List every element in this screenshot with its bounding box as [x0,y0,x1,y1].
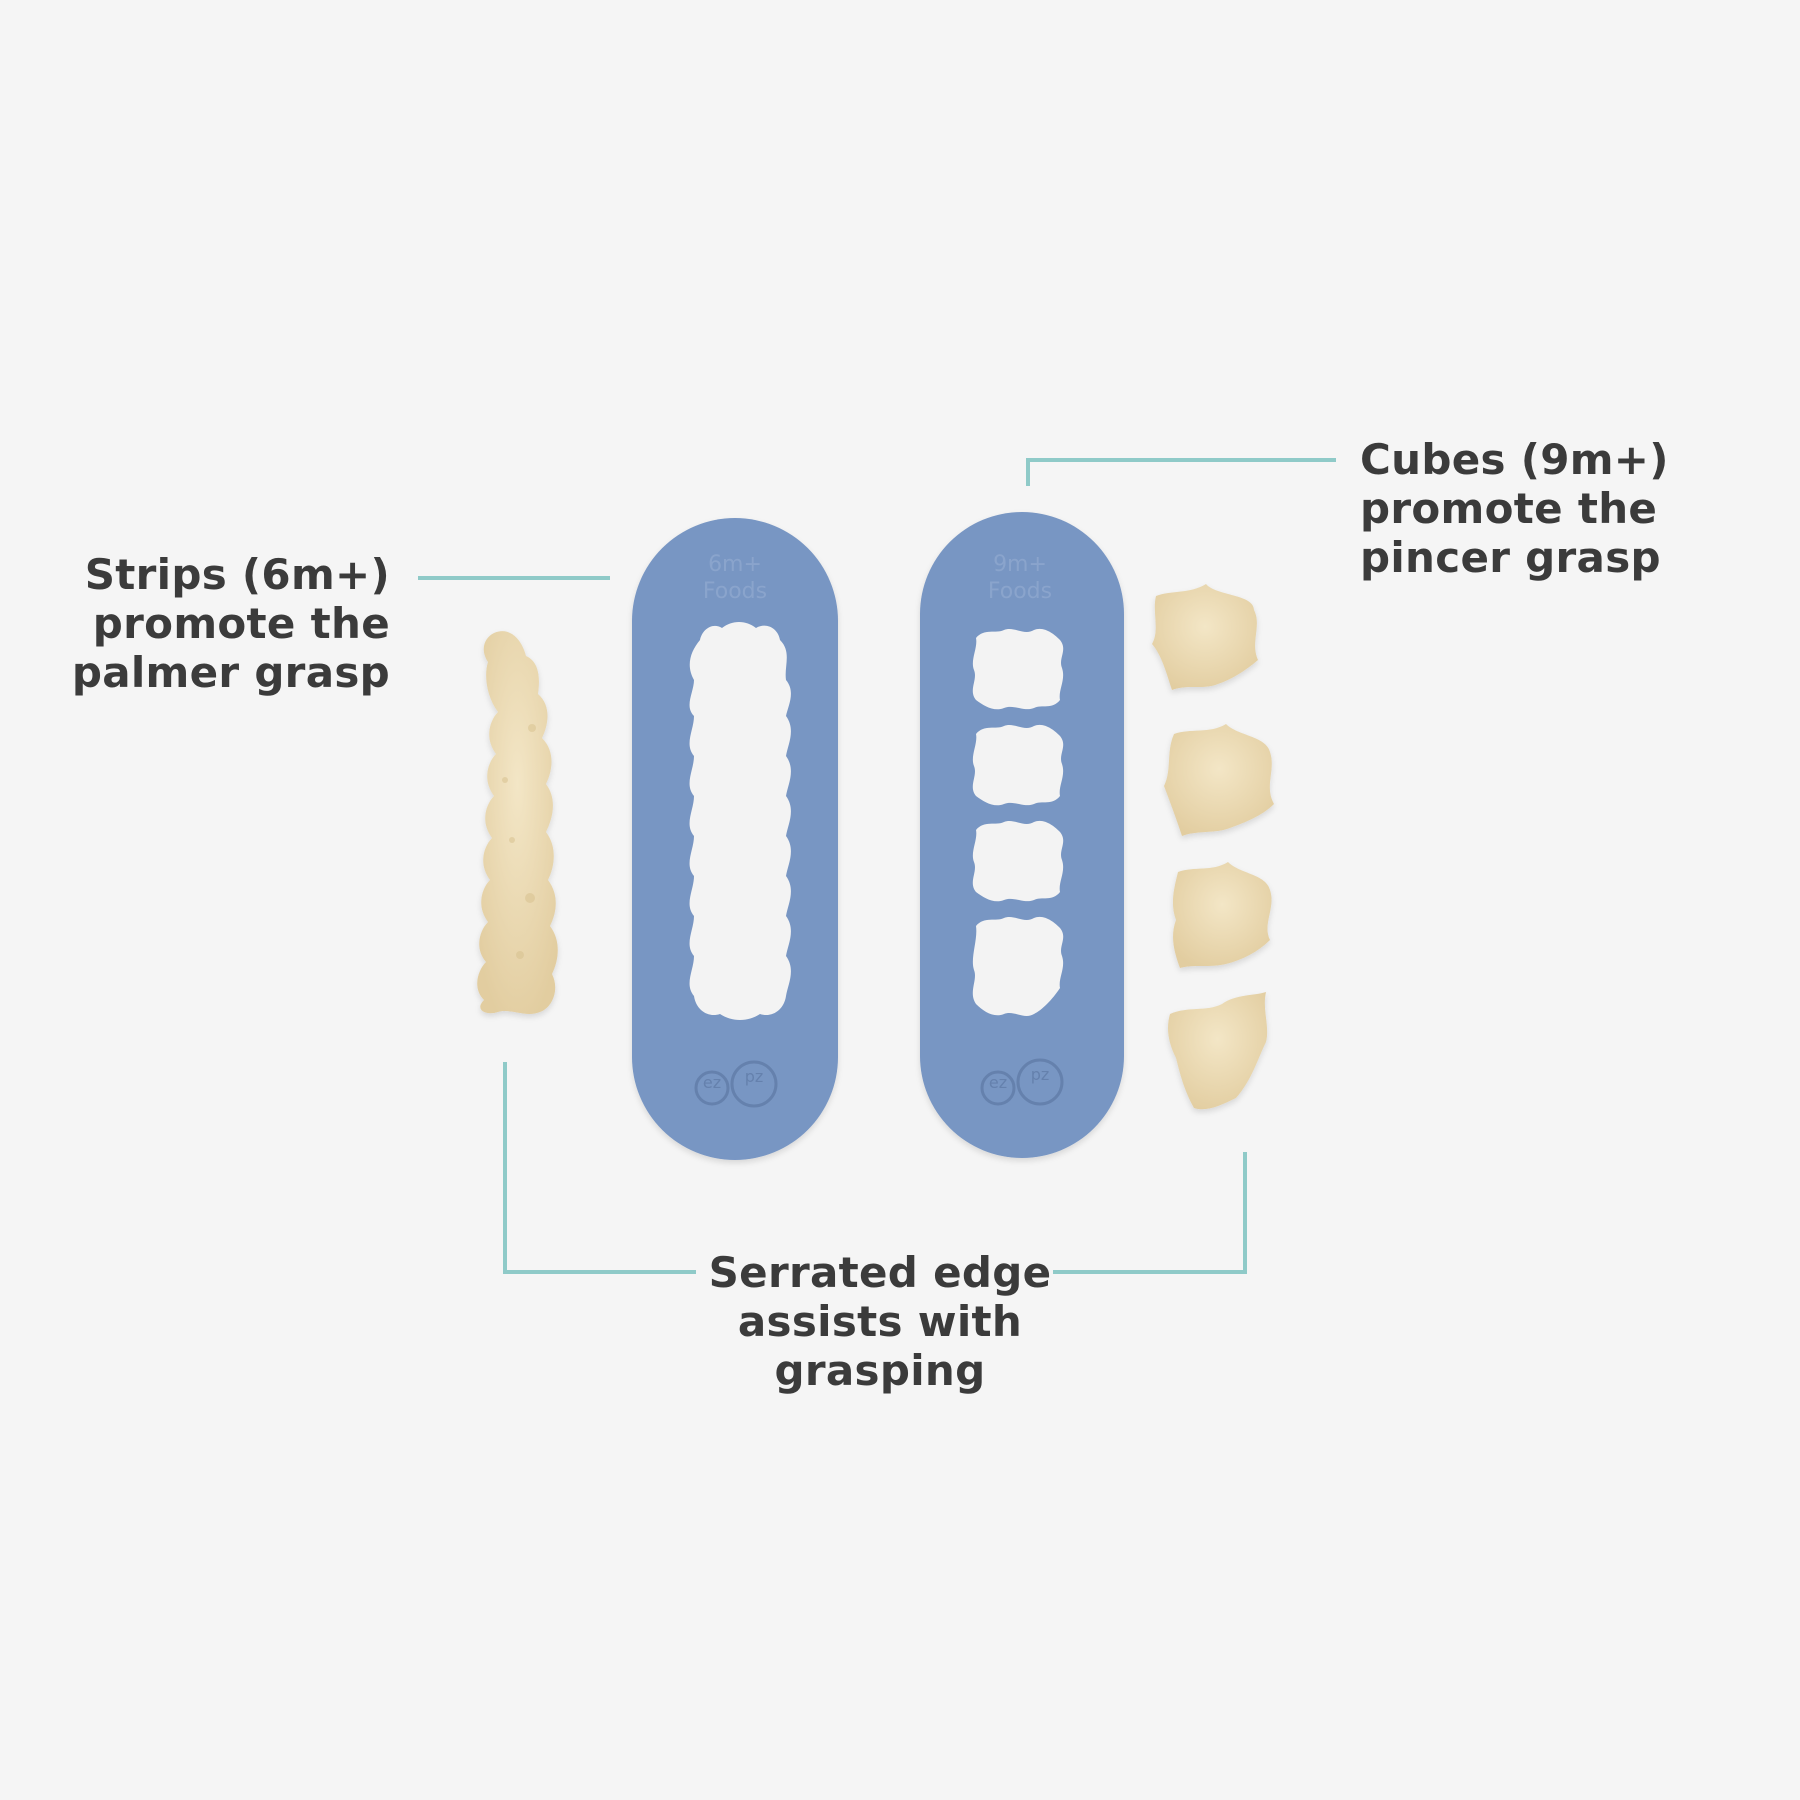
strips-callout-line2: promote the [92,599,390,648]
food-cube [1168,992,1268,1110]
cubes-callout-line3: pincer grasp [1360,533,1661,582]
leader-lines [418,458,1336,1274]
serrated-leader-left [503,1062,696,1274]
strips-cutter-logo [694,1060,778,1108]
cubes-callout-line1: Cubes (9m+) [1360,435,1669,484]
serrated-callout-line1: Serrated edge [708,1248,1052,1297]
strips-callout-line3: palmer grasp [71,648,390,697]
cubes-logo-left: ez [989,1073,1007,1092]
strips-cutter-sub: Foods [703,579,767,604]
strips-callout-line1: Strips (6m+) [84,550,390,599]
serrated-leader-right [1053,1152,1247,1274]
cubes-callout: Cubes (9m+) promote the pincer grasp [1360,435,1669,582]
food-cubes [1152,584,1274,1110]
strips-logo-right: pz [745,1067,764,1086]
food-cube [1164,724,1274,836]
cubes-cutter-logo [980,1058,1064,1106]
strips-cutter: 6m+ Foods ez pz [632,518,838,1160]
food-cube [1152,584,1258,690]
cubes-cutter: 9m+ Foods ez pz [920,512,1124,1158]
strips-cutter-opening [689,622,791,1020]
serrated-callout-line2: assists with [737,1297,1023,1346]
cubes-leader-line [1026,458,1336,486]
cubes-logo-right: pz [1031,1065,1050,1084]
food-strip [477,631,558,1014]
cubes-cutter-openings [972,628,1064,1016]
food-cube [1172,862,1272,968]
food-strip-texture [502,724,536,959]
cubes-callout-line2: promote the [1360,484,1658,533]
serrated-callout-line3: grasping [774,1346,986,1395]
strips-cutter-age: 6m+ [708,552,762,577]
cubes-cutter-age: 9m+ [993,552,1047,577]
strips-callout: Strips (6m+) promote the palmer grasp [72,550,390,697]
cubes-cutter-sub: Foods [988,579,1052,604]
strips-logo-left: ez [703,1073,721,1092]
